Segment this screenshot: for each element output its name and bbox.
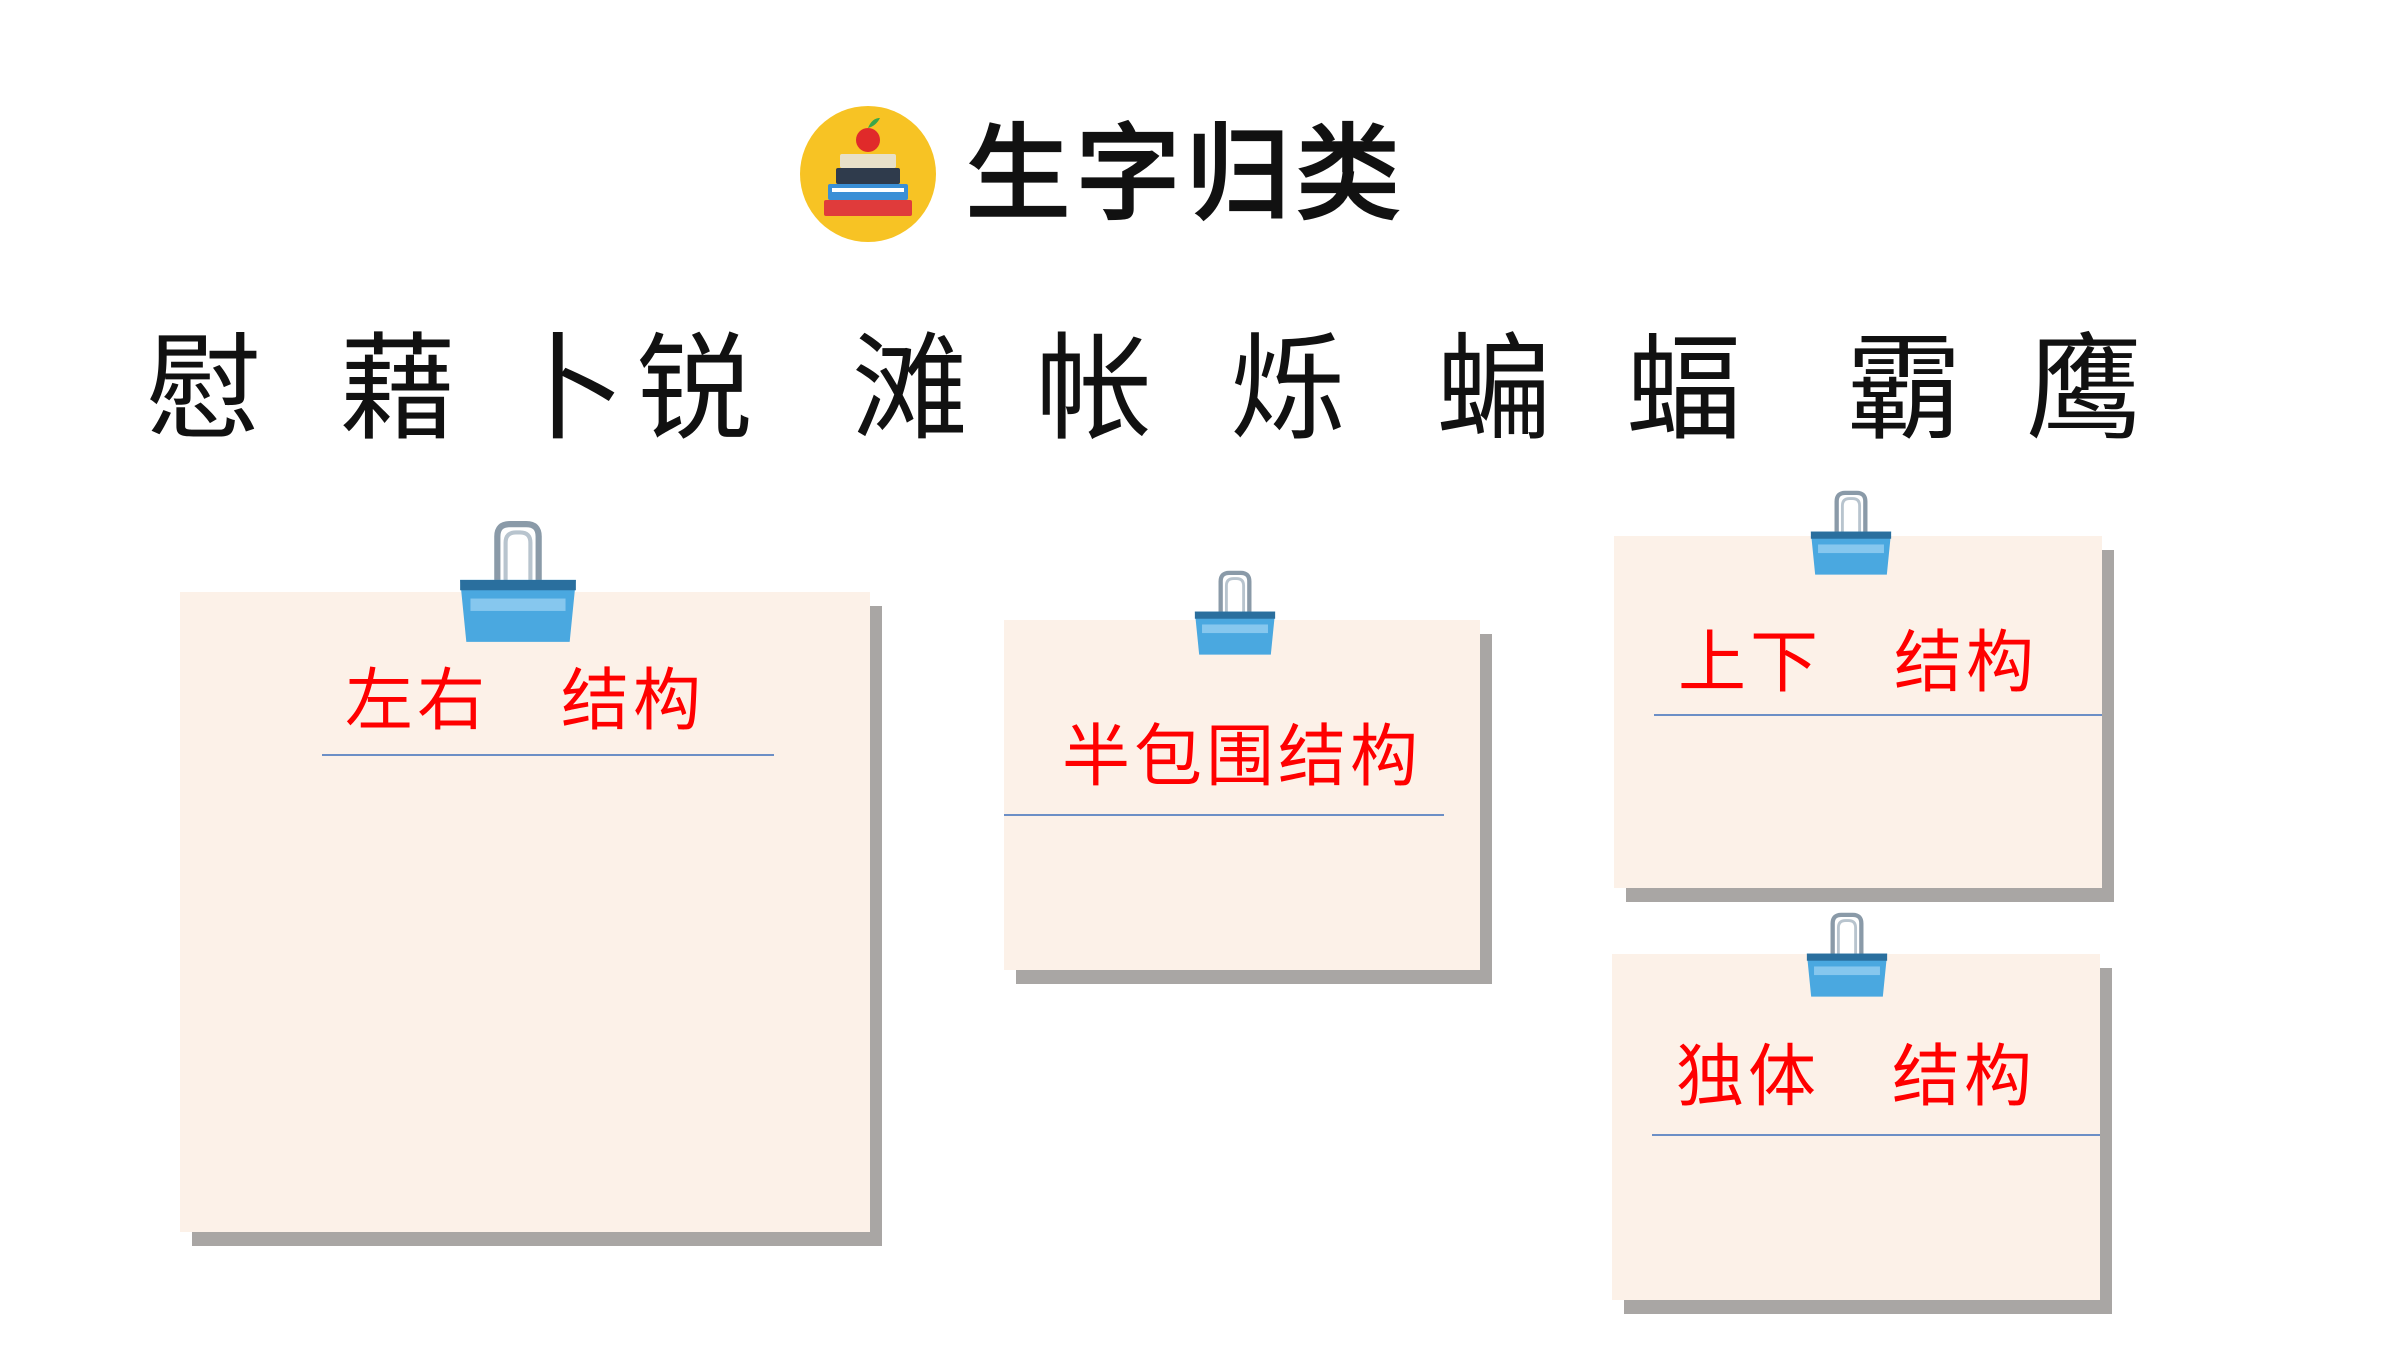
note-half-surround: 半包围结构 — [1004, 620, 1480, 970]
binder-clip-icon — [1810, 490, 1892, 575]
divider — [1652, 1134, 2100, 1136]
character: 藉 — [340, 322, 456, 457]
title-row: 生字归类 — [798, 104, 1406, 244]
category-heading: 半包围结构 — [1061, 718, 1422, 797]
page-title: 生字归类 — [966, 112, 1407, 235]
binder-clip-icon — [1806, 912, 1888, 997]
divider — [1004, 814, 1444, 816]
character: 蝠 — [1626, 322, 1742, 457]
character: 蝙 — [1436, 322, 1552, 457]
divider — [1654, 714, 2102, 716]
note-left-right: 左右 结构 — [180, 592, 870, 1232]
character: 慰 — [146, 322, 262, 457]
character: 滩 — [852, 322, 968, 457]
character: 卜 — [510, 322, 626, 457]
category-heading: 独体 结构 — [1675, 1038, 2036, 1117]
binder-clip-icon — [1194, 570, 1276, 655]
divider — [322, 754, 774, 756]
note-single: 独体 结构 — [1612, 954, 2100, 1300]
category-heading: 上下 结构 — [1677, 624, 2038, 703]
character: 霸 — [1846, 322, 1962, 457]
category-heading: 左右 结构 — [344, 662, 705, 741]
character-list: 慰 藉 卜 锐 滩 帐 烁 蝙 蝠 霸 鹰 — [0, 320, 2400, 460]
character: 鹰 — [2026, 322, 2142, 457]
binder-clip-icon — [460, 521, 576, 642]
note-top-bottom: 上下 结构 — [1614, 536, 2102, 888]
books-apple-icon — [800, 106, 936, 242]
character: 烁 — [1230, 322, 1346, 457]
character: 帐 — [1036, 322, 1152, 457]
character: 锐 — [636, 322, 752, 457]
